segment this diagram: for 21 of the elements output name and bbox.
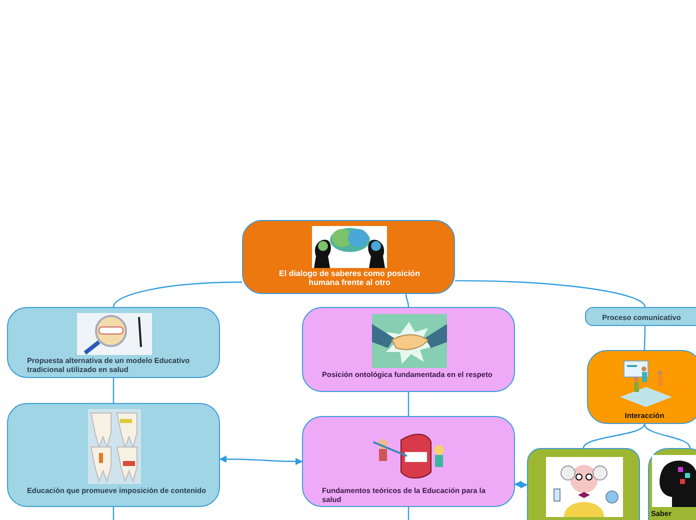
topic-box [7,307,220,378]
connector-line [405,294,410,308]
topic-box [302,307,515,392]
connector-line [408,507,410,520]
picture-box [527,448,640,520]
connector-line [408,392,410,416]
topic-box [585,307,696,326]
connector-line [112,507,114,520]
connector-line [582,424,646,448]
topic-box [242,220,455,294]
connector-line [644,326,646,350]
arrow [219,456,303,466]
connector-line [644,424,691,448]
connector-line [112,378,114,403]
connector-line [455,280,646,308]
topic-box [587,350,696,424]
topic-box [302,416,515,507]
connector-line [112,282,242,308]
arrow [514,480,528,488]
topic-title: El dialogo de saberes como posición humana frente al otro [278,269,421,287]
topic-box [7,403,220,507]
